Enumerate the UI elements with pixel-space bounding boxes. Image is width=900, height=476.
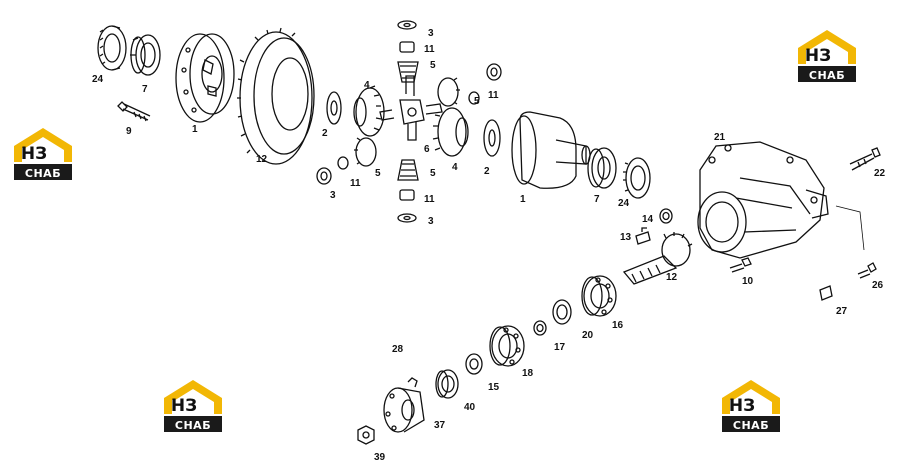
label-2: 2: [322, 128, 328, 139]
part-37-flange: [383, 377, 425, 433]
label-7: 7: [594, 194, 600, 205]
part-3-washer: [316, 20, 502, 223]
label-13: 13: [620, 232, 632, 243]
part-26-bolt: [857, 262, 877, 279]
label-3: 3: [330, 190, 336, 201]
label-1: 1: [520, 194, 526, 205]
label-11: 11: [424, 194, 435, 205]
label-3: 3: [428, 28, 434, 39]
label-15: 15: [488, 382, 500, 393]
part-number-labels: 24 7 1 9 12 2 3 11 5 4 6 11 5 3 11 5 3 5…: [92, 28, 886, 463]
nz-snab-logo: НЗ СНАБ: [796, 28, 858, 84]
label-21: 21: [714, 132, 726, 143]
label-24: 24: [92, 74, 104, 85]
part-7-bearing-right: [587, 147, 617, 189]
part-13-plug: [635, 227, 651, 245]
part-15-ring: [465, 353, 483, 375]
label-9: 9: [126, 126, 132, 137]
part-9-bolt: [117, 101, 151, 122]
part-21-axle-housing: [697, 141, 829, 259]
label-18: 18: [522, 368, 534, 379]
logo-sub-text: СНАБ: [808, 69, 846, 82]
part-27-clip: [819, 285, 833, 301]
label-5: 5: [474, 96, 480, 107]
label-2: 2: [484, 166, 490, 177]
label-27: 27: [836, 306, 848, 317]
label-22: 22: [874, 168, 886, 179]
part-40-oil-seal: [435, 369, 459, 399]
label-12: 12: [256, 154, 268, 165]
logo-sub-text: СНАБ: [24, 167, 62, 180]
part-11-bushing: [337, 41, 480, 201]
label-7: 7: [142, 84, 148, 95]
part-16-bearing: [581, 275, 617, 317]
logo-main-text: НЗ: [170, 396, 198, 416]
part-39-nut: [357, 425, 375, 445]
part-12-ring-gear: [237, 27, 315, 165]
label-6: 6: [424, 144, 430, 155]
part-17-spacer: [533, 320, 547, 336]
logo-sub-text: СНАБ: [174, 419, 212, 432]
part-1-differential-case: [175, 33, 235, 123]
part-14-seal: [659, 208, 673, 224]
label-28: 28: [392, 344, 404, 355]
logo-main-text: НЗ: [20, 144, 48, 164]
label-40: 40: [464, 402, 476, 413]
part-1-differential-case-right: [511, 111, 591, 189]
part-18-bearing: [489, 325, 525, 367]
label-17: 17: [554, 342, 566, 353]
logo-main-text: НЗ: [728, 396, 756, 416]
logo-main-text: НЗ: [804, 46, 832, 66]
label-24: 24: [618, 198, 630, 209]
label-1: 1: [192, 124, 198, 135]
label-5: 5: [430, 168, 436, 179]
label-10: 10: [742, 276, 754, 287]
label-5: 5: [430, 60, 436, 71]
part-2-thrust-washer: [326, 91, 501, 157]
label-16: 16: [612, 320, 624, 331]
leader-lines: [835, 205, 865, 251]
part-7-bearing: [130, 34, 161, 76]
part-24-adjusting-ring: [97, 25, 127, 71]
nz-snab-logo: НЗ СНАБ: [720, 378, 782, 434]
part-12-drive-pinion: [622, 232, 693, 285]
label-11: 11: [350, 178, 361, 189]
label-12: 12: [666, 272, 678, 283]
logo-sub-text: СНАБ: [732, 419, 770, 432]
label-11: 11: [488, 90, 499, 101]
nz-snab-logo: НЗ СНАБ: [162, 378, 224, 434]
part-5-pinion-gear: [354, 61, 460, 181]
part-20-shim: [552, 299, 572, 325]
label-4: 4: [452, 162, 458, 173]
label-3: 3: [428, 216, 434, 227]
label-37: 37: [434, 420, 446, 431]
nz-snab-logo: НЗ СНАБ: [12, 126, 74, 182]
part-6-cross-pin: [379, 75, 443, 141]
label-26: 26: [872, 280, 884, 291]
label-4: 4: [364, 80, 370, 91]
label-14: 14: [642, 214, 654, 225]
label-5: 5: [375, 168, 381, 179]
label-20: 20: [582, 330, 594, 341]
part-10-bolt: [729, 257, 752, 273]
part-4-side-gear: [353, 85, 469, 157]
label-39: 39: [374, 452, 386, 463]
part-24-adjusting-ring-right: [623, 157, 651, 199]
part-22-bolt: [849, 147, 881, 171]
label-11: 11: [424, 44, 435, 55]
